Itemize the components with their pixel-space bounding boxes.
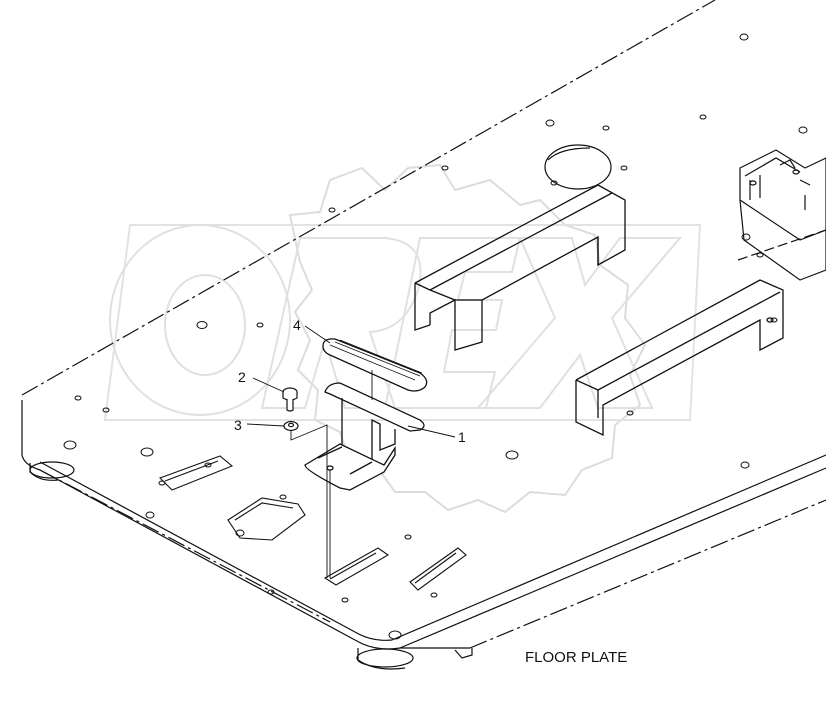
slot-left xyxy=(159,455,234,491)
plate-hole xyxy=(74,395,82,401)
bracket-top-plate xyxy=(324,382,425,432)
floor-plate-left-dashed xyxy=(39,469,331,623)
plate-hole xyxy=(63,440,77,450)
floor-plate-front-step xyxy=(454,648,473,659)
plate-hole xyxy=(505,450,519,460)
plate-hole xyxy=(441,165,449,171)
callout-2: 2 xyxy=(238,369,246,385)
plate-hole xyxy=(545,119,555,127)
floor-plate-front-edge xyxy=(39,461,393,641)
floor-plate-front-long-edge xyxy=(391,454,826,641)
bolt-part-2 xyxy=(282,387,298,412)
centerline-bolt xyxy=(290,424,328,578)
leader-4 xyxy=(304,325,331,344)
plate-hole xyxy=(140,447,154,457)
watermark-logo xyxy=(103,163,702,514)
slot-front-right xyxy=(409,547,467,591)
plate-hole xyxy=(404,534,412,540)
plate-hole xyxy=(388,630,402,640)
washer-part-3 xyxy=(283,420,299,432)
assembly-leader-lines xyxy=(290,370,373,578)
floor-plate-foot-front xyxy=(356,648,414,668)
callout-1: 1 xyxy=(458,429,466,445)
plate-hole xyxy=(328,207,336,213)
floor-plate xyxy=(21,0,826,670)
callout-leaders xyxy=(246,325,456,438)
plate-hole xyxy=(145,511,155,519)
bracket-base-hole xyxy=(326,465,334,471)
plate-hole xyxy=(620,165,628,171)
plate-hole xyxy=(739,33,749,41)
plate-hole xyxy=(267,589,275,595)
plate-hole xyxy=(756,252,764,258)
plate-hole xyxy=(550,180,558,186)
round-opening-rim xyxy=(547,147,591,161)
plate-slots xyxy=(159,455,467,591)
plate-hole xyxy=(740,461,750,469)
rail-hole xyxy=(766,317,774,323)
watermark-letter-o-outer xyxy=(109,224,291,416)
channel-rail-right xyxy=(575,279,784,437)
plate-hole xyxy=(626,410,634,416)
top-right-bracket xyxy=(739,149,826,281)
watermark-gear-outline xyxy=(288,163,647,514)
floor-plate-back-edge xyxy=(21,0,716,396)
bracket-side-web xyxy=(317,446,373,475)
plate-hole xyxy=(341,597,349,603)
pedal-bracket-part-1 xyxy=(304,382,425,491)
plate-hole xyxy=(256,322,264,328)
floor-plate-foot-front-side xyxy=(357,648,406,670)
watermark-letter-frame xyxy=(103,224,702,421)
plate-hole xyxy=(102,407,110,413)
leader-1 xyxy=(407,425,456,438)
callout-3: 3 xyxy=(234,417,242,433)
plate-hole xyxy=(235,529,245,537)
round-opening xyxy=(544,144,612,190)
plate-hole xyxy=(798,126,808,134)
plate-hole xyxy=(279,494,287,500)
plate-hole xyxy=(602,125,610,131)
plate-hole xyxy=(741,233,751,241)
plate-holes xyxy=(63,33,808,640)
leader-3 xyxy=(246,423,285,427)
floor-plate-left-edge xyxy=(21,400,470,650)
watermark-letter-x xyxy=(475,237,683,409)
plate-hole xyxy=(699,114,707,120)
slot-center-hex xyxy=(227,497,306,541)
floor-plate-foot-left xyxy=(29,461,75,479)
bracket-hole xyxy=(792,169,800,175)
slot-front-left xyxy=(323,547,390,586)
bracket-hole xyxy=(749,180,757,186)
bracket-base-plate xyxy=(304,443,396,491)
plate-hole xyxy=(196,321,208,329)
watermark-letter-o-inner xyxy=(164,274,246,376)
drawing-caption: FLOOR PLATE xyxy=(525,649,627,666)
floor-plate-front-long-edge-2 xyxy=(399,467,826,649)
plate-hole xyxy=(430,592,438,598)
leader-2 xyxy=(252,377,285,393)
plate-hole xyxy=(770,317,778,323)
round-opening-outline xyxy=(544,144,612,190)
floor-plate-front-long-edge-3 xyxy=(469,499,826,649)
plate-hole xyxy=(204,462,212,468)
channel-rail-left xyxy=(414,184,626,351)
floor-plate-foot-left-side xyxy=(29,463,59,481)
pedal-pad-part-4 xyxy=(322,338,428,392)
callout-4: 4 xyxy=(293,317,301,333)
